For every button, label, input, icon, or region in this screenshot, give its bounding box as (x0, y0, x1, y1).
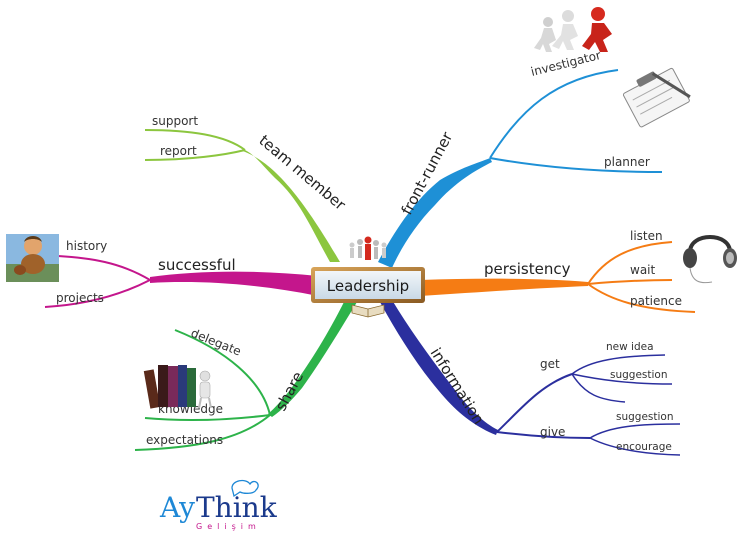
svg-text:Ay: Ay (159, 491, 195, 524)
running-people-icon (534, 7, 612, 52)
encourage-label: encourage (616, 441, 672, 453)
patience-label: patience (630, 294, 682, 308)
branch-information: information get give new idea suggestion… (380, 300, 681, 456)
caveman-icon (6, 234, 59, 282)
central-title: Leadership (327, 277, 409, 295)
thinker-icon (198, 370, 212, 409)
central-figures-icon (349, 236, 387, 260)
clipboard-icon (622, 67, 691, 128)
report-label: report (160, 144, 197, 158)
wait-label: wait (630, 263, 656, 277)
get-suggestion-label: suggestion (610, 369, 668, 381)
branch-team-member: team member support report (144, 114, 350, 262)
listen-label: listen (630, 229, 663, 243)
give-suggestion-label: suggestion (616, 411, 674, 423)
give-label: give (540, 425, 565, 439)
branch-front-runner: front-runner investigator planner (378, 48, 663, 268)
branch-persistency: persistency listen wait patience (420, 229, 696, 313)
persistency-label: persistency (484, 260, 571, 278)
aythink-logo: Ay Think Gelişim (159, 479, 278, 531)
expectations-label: expectations (146, 433, 223, 447)
planner-label: planner (604, 155, 650, 169)
svg-text:Think: Think (196, 491, 278, 524)
central-node: Leadership (311, 236, 425, 318)
successful-label: successful (158, 256, 236, 274)
branch-successful: successful history projects (44, 239, 318, 308)
svg-text:Gelişim: Gelişim (196, 522, 261, 531)
share-label: share (272, 369, 307, 414)
new-idea-label: new idea (606, 341, 654, 353)
headphones-icon (683, 235, 737, 284)
get-label: get (540, 357, 560, 371)
history-label: history (66, 239, 107, 253)
projects-label: projects (56, 291, 104, 305)
books-icon (143, 365, 196, 409)
delegate-label: delegate (189, 326, 243, 359)
support-label: support (152, 114, 198, 128)
team-member-label: team member (255, 131, 349, 214)
